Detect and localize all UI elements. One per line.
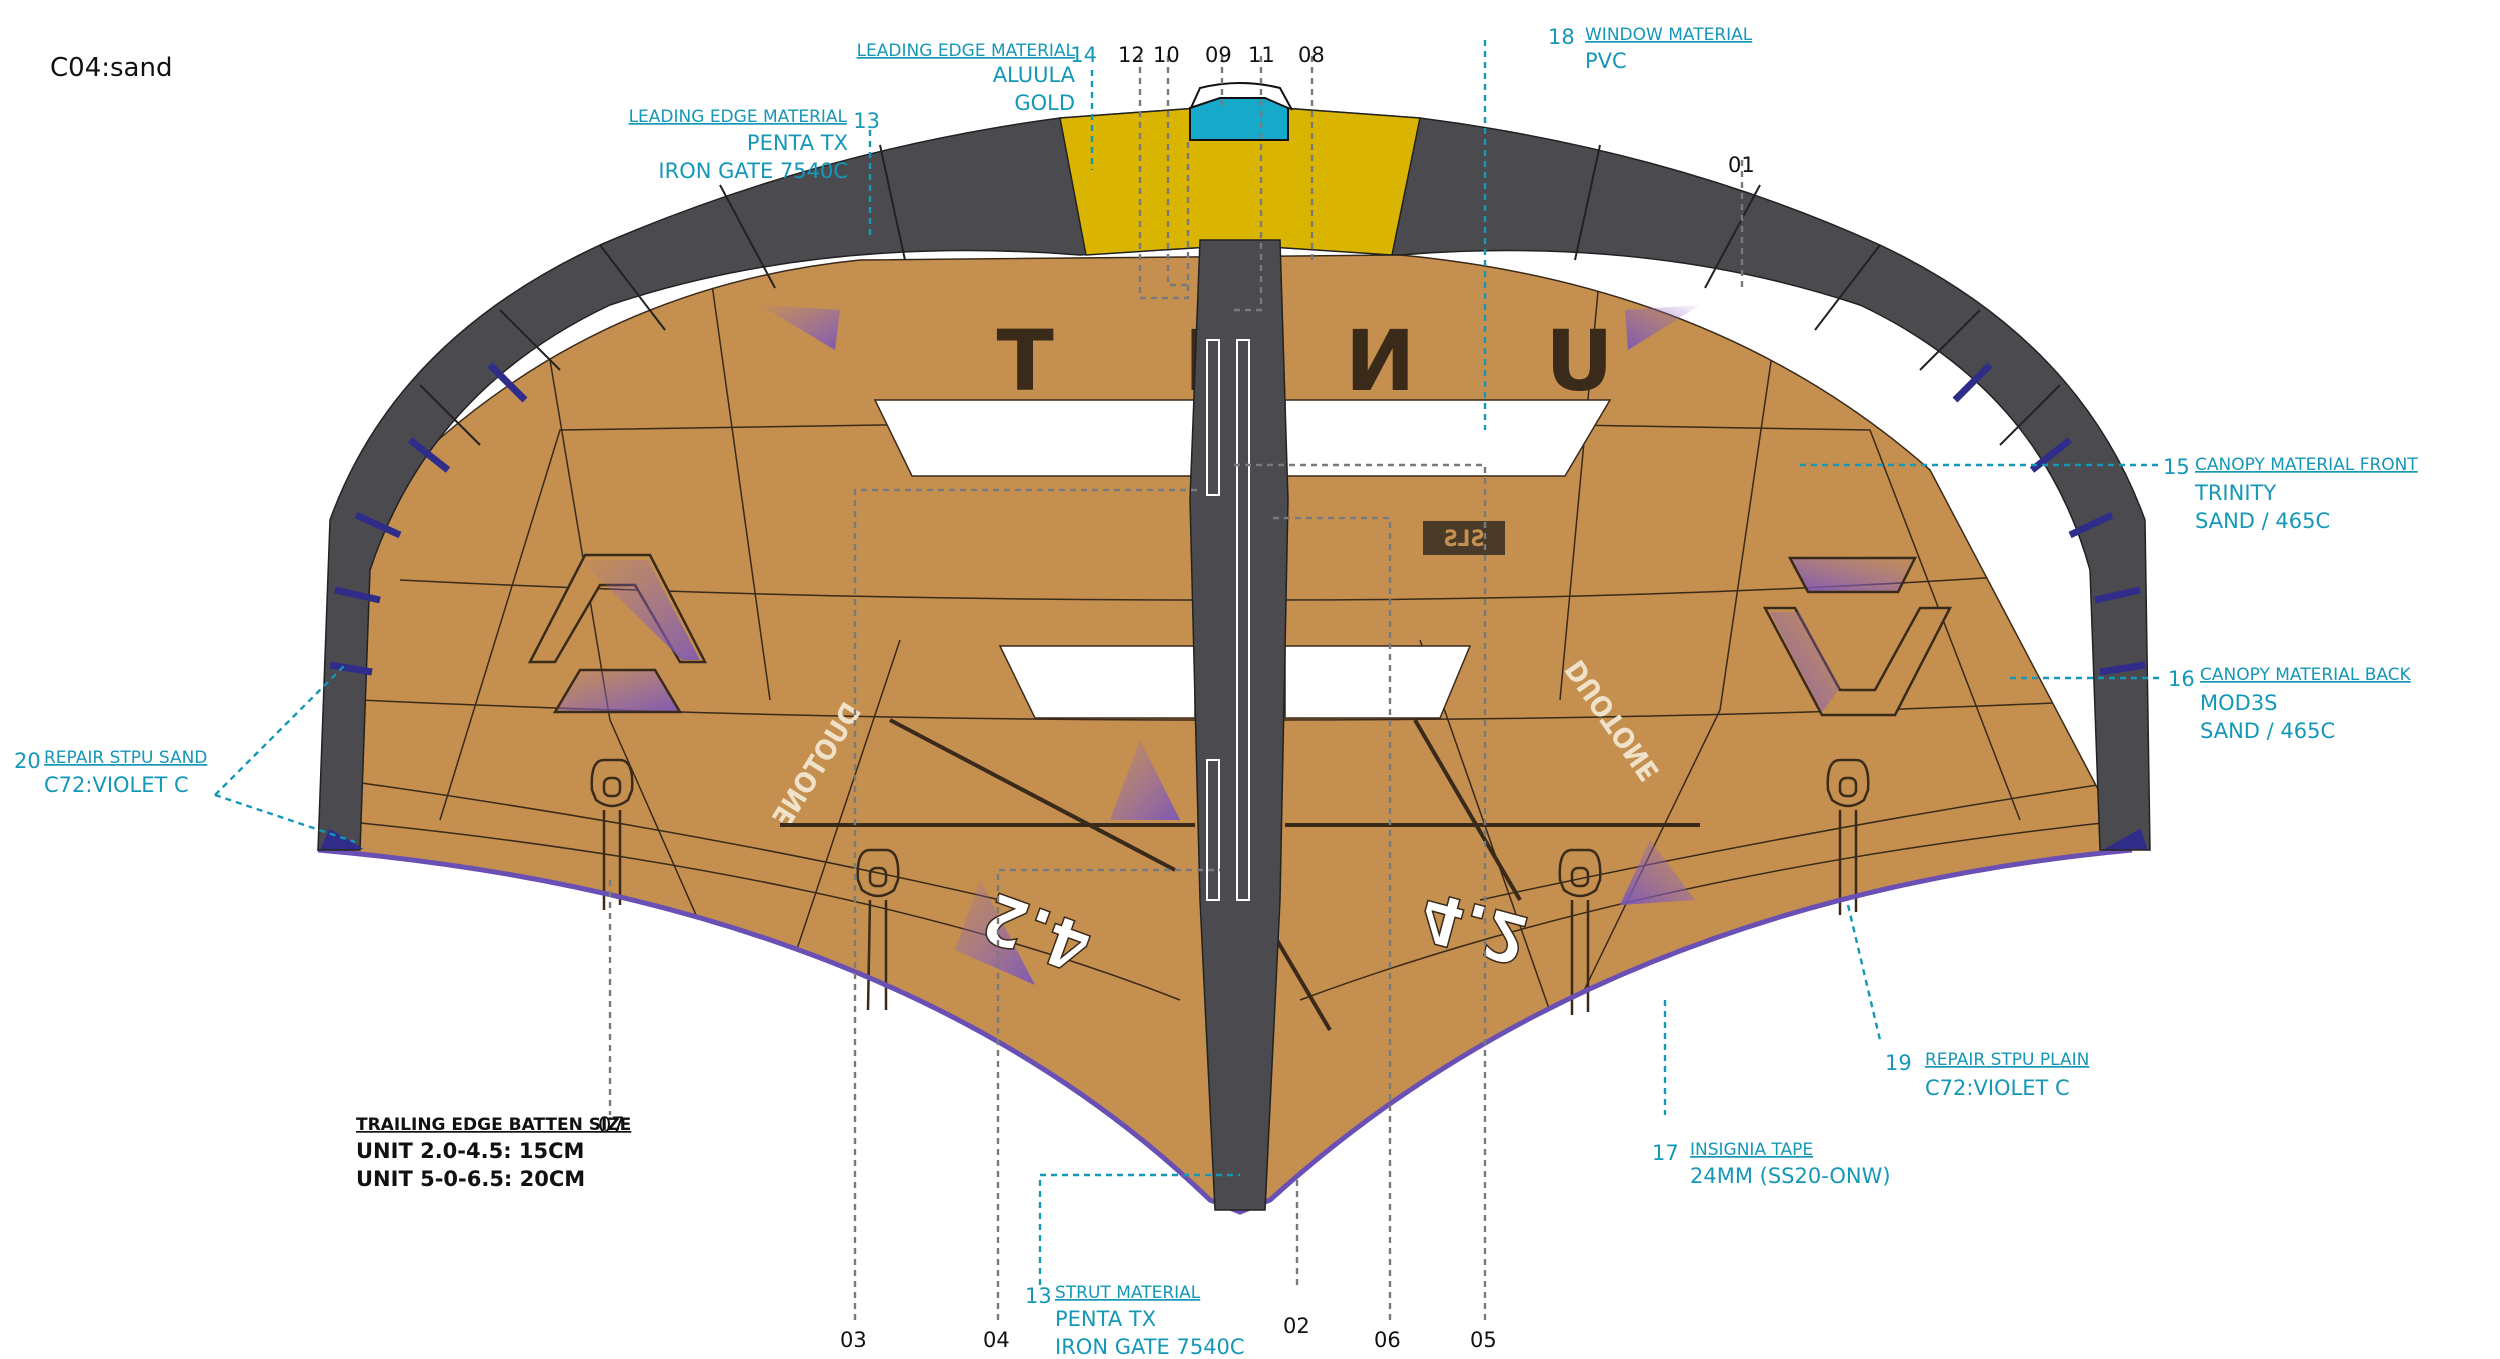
part-number-04: 04 (983, 1328, 1010, 1352)
callout-20: 20 REPAIR STPU SAND C72:VIOLET C (14, 748, 207, 797)
part-number-08: 08 (1298, 43, 1325, 67)
callout-13-strut: 13 STRUT MATERIAL PENTA TX IRON GATE 754… (1025, 1283, 1245, 1359)
callout-title: REPAIR STPU SAND (44, 748, 207, 768)
strut-stripe (1206, 759, 1220, 901)
callout-title: CANOPY MATERIAL BACK (2200, 665, 2412, 685)
callout-line: IRON GATE 7540C (1055, 1335, 1245, 1359)
callout-line: TRINITY (2194, 481, 2276, 505)
callout-line: 24MM (SS20-ONW) (1690, 1164, 1891, 1188)
duotone-logo-right (1762, 556, 1953, 717)
callout-18: 18 WINDOW MATERIAL PVC (1548, 25, 1753, 73)
callout-line: PVC (1585, 49, 1627, 73)
part-number-11: 11 (1248, 43, 1275, 67)
part-numbers: 01 02 03 04 05 06 08 09 10 11 12 (840, 43, 1755, 1352)
part-number-03: 03 (840, 1328, 867, 1352)
handle-icon (856, 848, 900, 1011)
callout-line: C72:VIOLET C (1925, 1076, 2070, 1100)
callout-17: 17 INSIGNIA TAPE 24MM (SS20-ONW) (1652, 1140, 1891, 1188)
strut-stripe (1206, 339, 1220, 496)
callout-number: 16 (2168, 667, 2195, 691)
leading-edge-segments (419, 144, 2061, 446)
callout-title: LEADING EDGE MATERIAL (857, 41, 1076, 61)
batten-line: UNIT 5-0-6.5: 20CM (356, 1167, 585, 1191)
callout-number: 19 (1885, 1051, 1912, 1075)
window-lower-left (998, 645, 1196, 719)
callout-title: WINDOW MATERIAL (1585, 25, 1753, 45)
part-number-09: 09 (1205, 43, 1232, 67)
callout-number: 15 (2163, 455, 2190, 479)
window-upper-left (873, 399, 1196, 477)
callout-title: CANOPY MATERIAL FRONT (2195, 455, 2418, 475)
callout-title: REPAIR STPU PLAIN (1925, 1050, 2089, 1070)
callout-line: GOLD (1014, 91, 1075, 115)
sls-badge-text: SLS (1443, 527, 1484, 552)
callout-line: ALUULA (993, 63, 1076, 87)
callout-line: SAND / 465C (2200, 719, 2335, 743)
part-number-06: 06 (1374, 1328, 1401, 1352)
callout-title: LEADING EDGE MATERIAL (629, 107, 848, 127)
callout-line: SAND / 465C (2195, 509, 2330, 533)
callout-line: PENTA TX (747, 131, 848, 155)
callout-number: 13 (853, 109, 880, 133)
callout-13-leading-edge: LEADING EDGE MATERIAL 13 PENTA TX IRON G… (629, 107, 880, 183)
callout-number: 17 (1652, 1141, 1679, 1165)
batten-line: UNIT 2.0-4.5: 15CM (356, 1139, 584, 1163)
leader-lines (214, 40, 2160, 1320)
callout-15: 15 CANOPY MATERIAL FRONT TRINITY SAND / … (2163, 455, 2418, 533)
part-number-01: 01 (1728, 153, 1755, 177)
page-title: C04:sand (50, 53, 172, 83)
batten-size-note: TRAILING EDGE BATTEN SIZE 07 UNIT 2.0-4.… (356, 1113, 631, 1191)
batten-number: 07 (598, 1113, 625, 1137)
callout-title: STRUT MATERIAL (1055, 1283, 1201, 1303)
callout-14: LEADING EDGE MATERIAL 14 ALUULA GOLD (857, 41, 1097, 115)
inflation-valve (1189, 97, 1289, 141)
callout-16: 16 CANOPY MATERIAL BACK MOD3S SAND / 465… (2168, 665, 2412, 743)
sls-badge (1423, 521, 1505, 555)
callout-line: C72:VIOLET C (44, 773, 189, 797)
callout-number: 14 (1070, 43, 1097, 67)
trailing-edge-tape (317, 847, 2133, 1215)
callout-line: IRON GATE 7540C (658, 159, 848, 183)
center-strut (1189, 239, 1289, 1211)
callout-number: 13 (1025, 1284, 1052, 1308)
callout-title: INSIGNIA TAPE (1690, 1140, 1813, 1160)
leading-edge (317, 104, 2151, 851)
callout-19: 19 REPAIR STPU PLAIN C72:VIOLET C (1885, 1050, 2089, 1100)
strut-stripe (1236, 339, 1250, 901)
valve-handle (1189, 82, 1293, 111)
batten-title: TRAILING EDGE BATTEN SIZE (356, 1115, 631, 1135)
violet-speckle-patches (760, 305, 1700, 985)
callout-number: 18 (1548, 25, 1575, 49)
callout-number: 20 (14, 749, 41, 773)
duotone-logo-left (527, 553, 708, 714)
part-number-10: 10 (1153, 43, 1180, 67)
part-number-12: 12 (1118, 43, 1145, 67)
part-number-05: 05 (1470, 1328, 1497, 1352)
window-lower-right (1284, 645, 1472, 719)
part-number-02: 02 (1283, 1314, 1310, 1338)
callout-line: PENTA TX (1055, 1307, 1156, 1331)
callout-line: MOD3S (2200, 691, 2278, 715)
